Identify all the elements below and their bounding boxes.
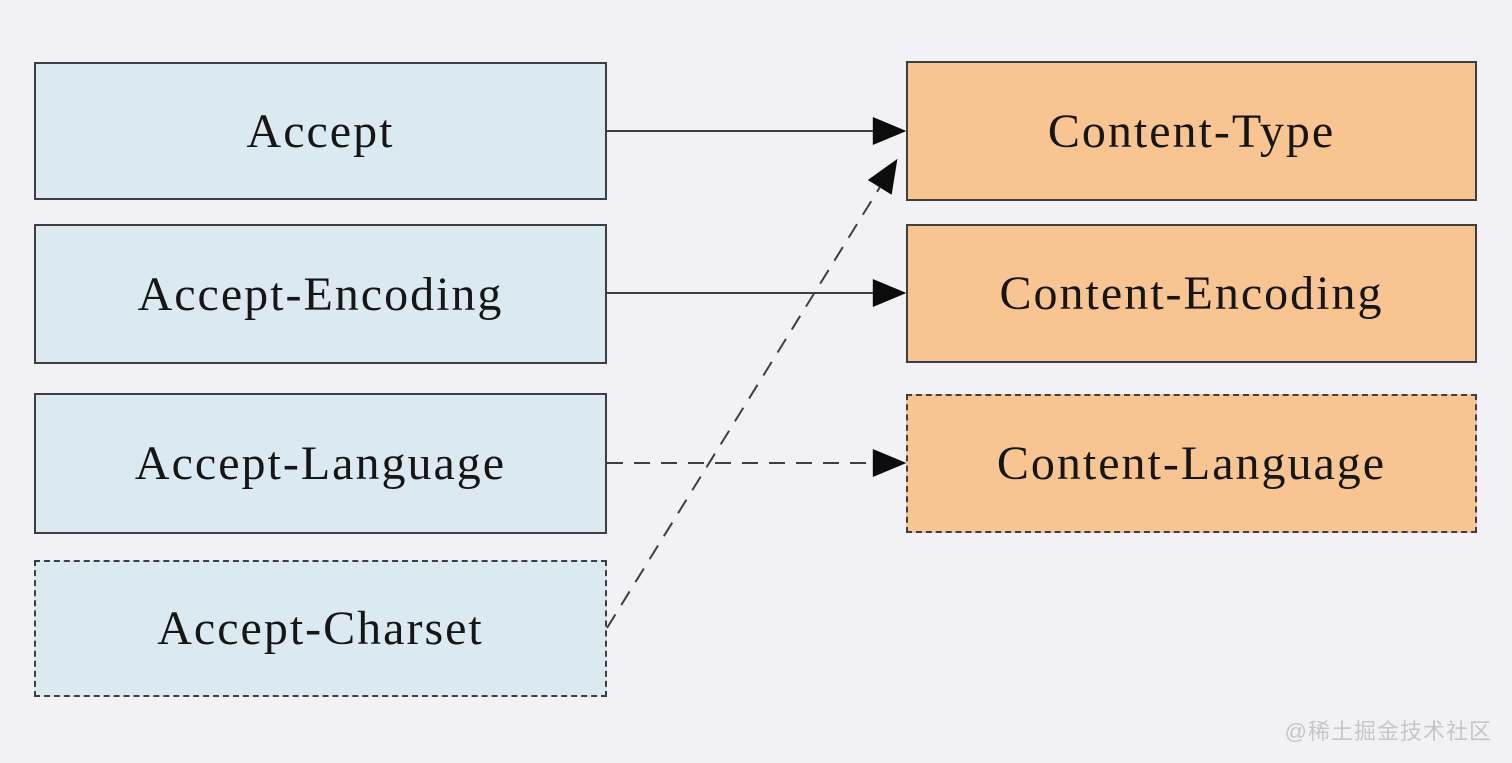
node-accept-language: Accept-Language bbox=[34, 393, 607, 534]
node-accept-encoding: Accept-Encoding bbox=[34, 224, 607, 364]
node-content-language: Content-Language bbox=[906, 394, 1477, 533]
node-accept: Accept bbox=[34, 62, 607, 200]
node-accept-encoding-label: Accept-Encoding bbox=[137, 267, 504, 321]
watermark: @稀土掘金技术社区 bbox=[1284, 719, 1492, 744]
node-content-language-label: Content-Language bbox=[996, 437, 1387, 490]
node-accept-charset: Accept-Charset bbox=[34, 560, 607, 697]
node-content-encoding-label: Content-Encoding bbox=[999, 267, 1384, 320]
arrow-accept-charset-to-content-type bbox=[606, 158, 898, 629]
node-content-type: Content-Type bbox=[906, 61, 1477, 201]
node-content-type-label: Content-Type bbox=[1047, 104, 1336, 158]
node-content-encoding: Content-Encoding bbox=[906, 224, 1477, 363]
node-accept-language-label: Accept-Language bbox=[134, 437, 507, 490]
node-accept-charset-label: Accept-Charset bbox=[157, 602, 484, 655]
node-accept-label: Accept bbox=[246, 104, 395, 158]
